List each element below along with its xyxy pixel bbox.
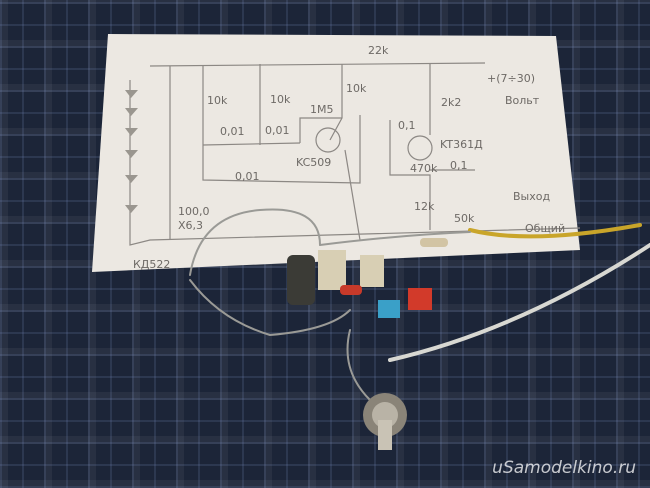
- label-50k: 50k: [454, 212, 475, 225]
- label-diode: КД522: [133, 258, 170, 271]
- paper-sheet: [92, 34, 580, 272]
- label-r1: 10k: [207, 94, 228, 107]
- label-12k: 12k: [414, 200, 435, 213]
- components: [287, 238, 448, 450]
- label-1m5: 1M5: [310, 103, 334, 116]
- watermark: uSamodelkino.ru: [492, 458, 636, 478]
- label-c1: 0,01: [220, 125, 245, 138]
- label-c-out: 0,1: [450, 159, 468, 172]
- label-supply: +(7÷30): [487, 72, 535, 85]
- label-r3: 10k: [346, 82, 367, 95]
- label-22k: 22k: [368, 44, 389, 57]
- wires: [189, 208, 650, 401]
- label-volt: Вольт: [505, 94, 540, 107]
- label-c-filter: 100,0: [178, 205, 210, 218]
- label-c-couple: 0,1: [398, 119, 416, 132]
- label-r2: 10k: [270, 93, 291, 106]
- label-output: Выход: [513, 190, 550, 203]
- label-ground: Общий: [525, 222, 565, 235]
- diode-string: [125, 90, 138, 213]
- label-c2: 0,01: [265, 124, 290, 137]
- label-2k2: 2k2: [441, 96, 461, 109]
- label-q2: KT361Д: [440, 138, 483, 151]
- label-470k: 470k: [410, 162, 438, 175]
- schematic-lines: [130, 63, 581, 246]
- label-c-filter-v: X6,3: [178, 219, 203, 232]
- label-c3: 0,01: [235, 170, 260, 183]
- label-q1: KC509: [296, 156, 331, 169]
